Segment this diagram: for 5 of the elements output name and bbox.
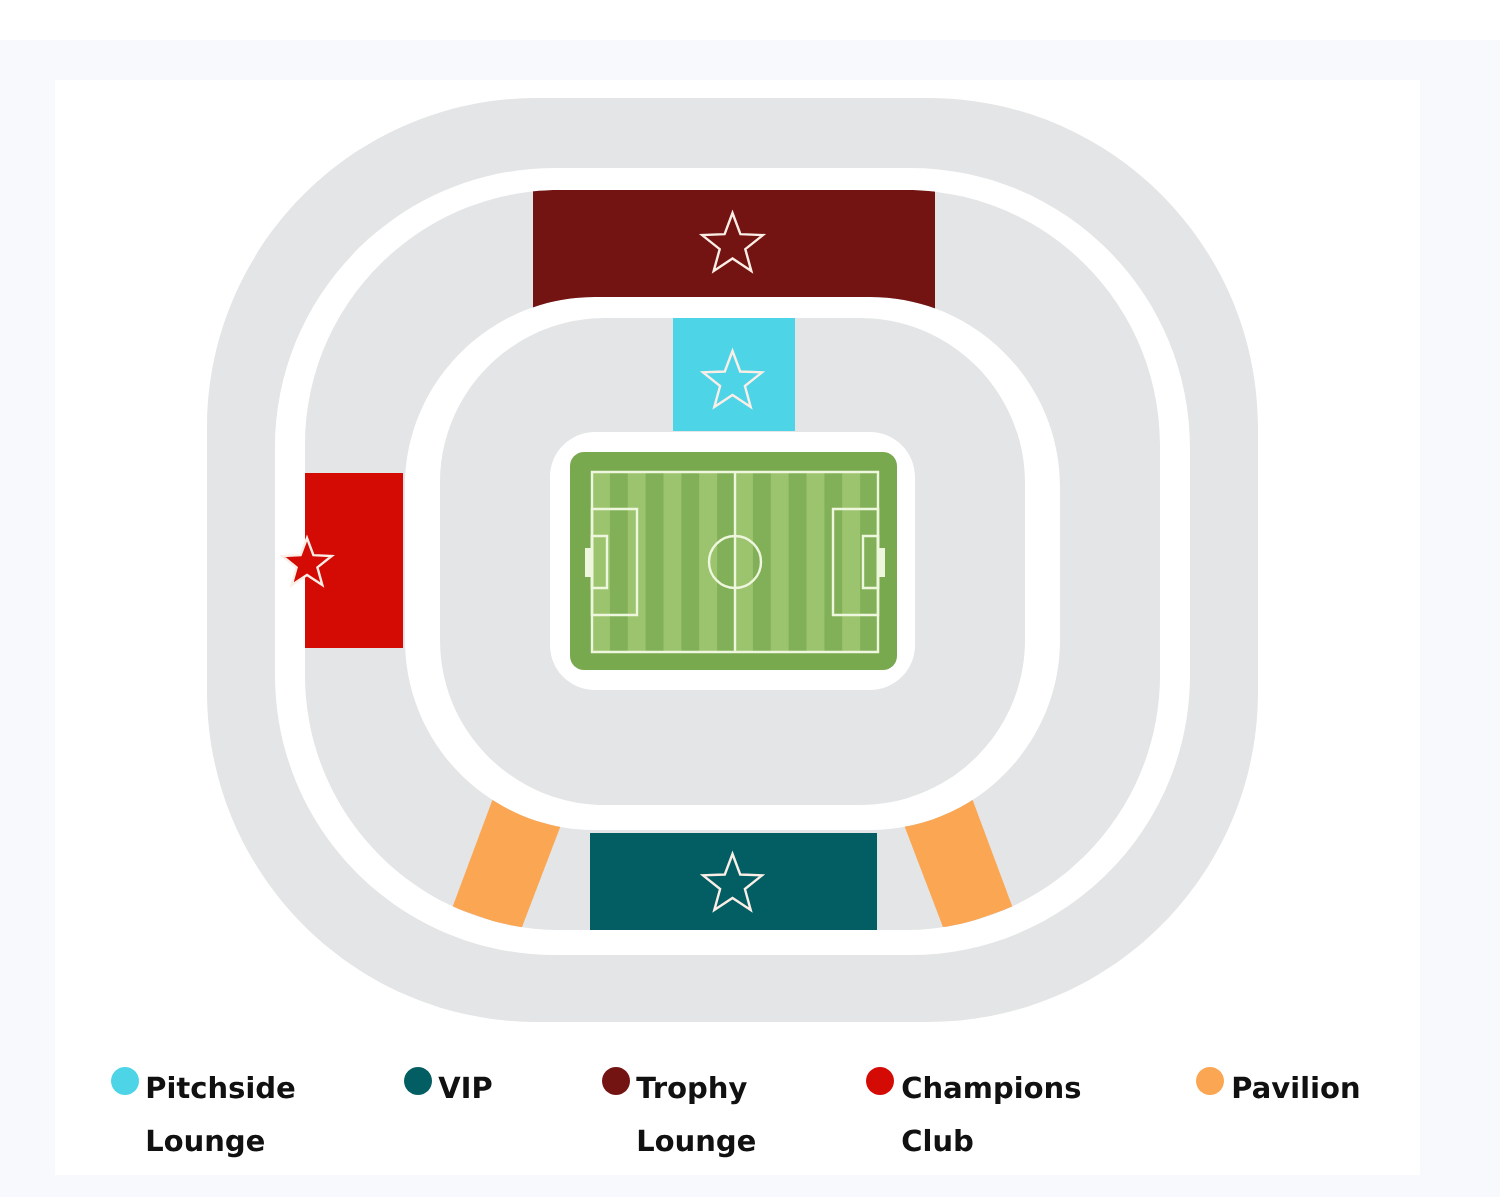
legend-label: Trophy Lounge — [636, 1075, 755, 1158]
legend-label: VIP — [438, 1076, 492, 1098]
legend-label: Champions Club — [902, 1075, 1081, 1152]
legend-label: Pavilion — [1233, 1075, 1359, 1099]
legend-label: Pitchside Lounge — [147, 1075, 295, 1158]
